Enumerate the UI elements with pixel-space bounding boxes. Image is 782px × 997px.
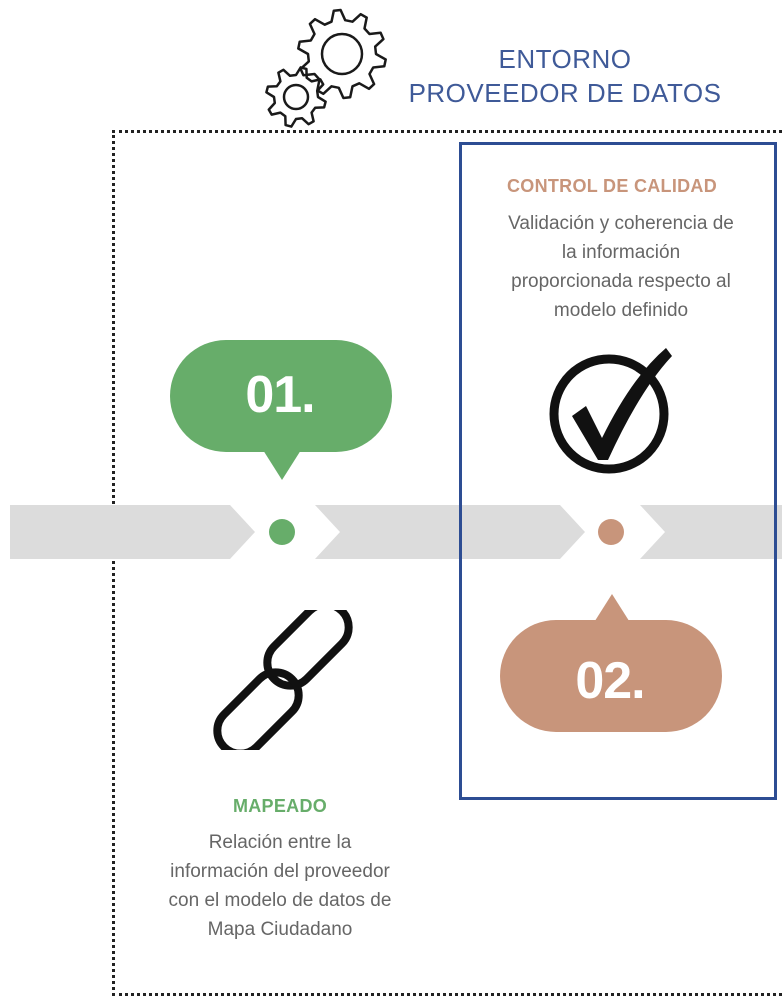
step1-title: MAPEADO xyxy=(232,796,328,816)
timeline-segment-3 xyxy=(640,505,782,559)
timeline-dot-green xyxy=(269,519,295,545)
step1-description: Relación entre la información del provee… xyxy=(120,828,440,944)
step2-description: Validación y coherencia de la informació… xyxy=(462,209,780,325)
step1-description-line: con el modelo de datos de xyxy=(168,890,392,911)
environment-title: ENTORNO PROVEEDOR DE DATOS xyxy=(380,42,750,110)
step2-description-line: Validación y coherencia de xyxy=(508,213,734,234)
timeline-segment-2 xyxy=(315,505,585,559)
timeline-dot-copper xyxy=(598,519,624,545)
step1-description-line: información del proveedor xyxy=(170,861,390,882)
step1-description-line: Relación entre la xyxy=(208,832,352,853)
highlight-frame-step2 xyxy=(459,142,777,800)
environment-title-line2: PROVEEDOR DE DATOS xyxy=(408,78,722,108)
step1-bubble xyxy=(170,340,392,480)
step2-description-line: proporcionada respecto al xyxy=(511,271,731,292)
step1-description-line: Mapa Ciudadano xyxy=(207,919,353,940)
environment-title-line1: ENTORNO xyxy=(498,44,632,74)
timeline-segment-1 xyxy=(10,505,255,559)
timeline-arrows xyxy=(10,505,782,559)
step2-description-line: modelo definido xyxy=(553,300,689,321)
step2-description-line: la información xyxy=(561,242,681,263)
chain-link-icon xyxy=(213,610,353,750)
step2-title: CONTROL DE CALIDAD xyxy=(506,176,718,196)
step2-bubble xyxy=(500,594,722,732)
checkmark-circle-icon xyxy=(549,348,672,474)
step1-number: 01. xyxy=(245,366,315,424)
gears-icon xyxy=(265,8,387,128)
provider-environment-frame xyxy=(112,130,782,996)
step2-number: 02. xyxy=(575,652,645,710)
